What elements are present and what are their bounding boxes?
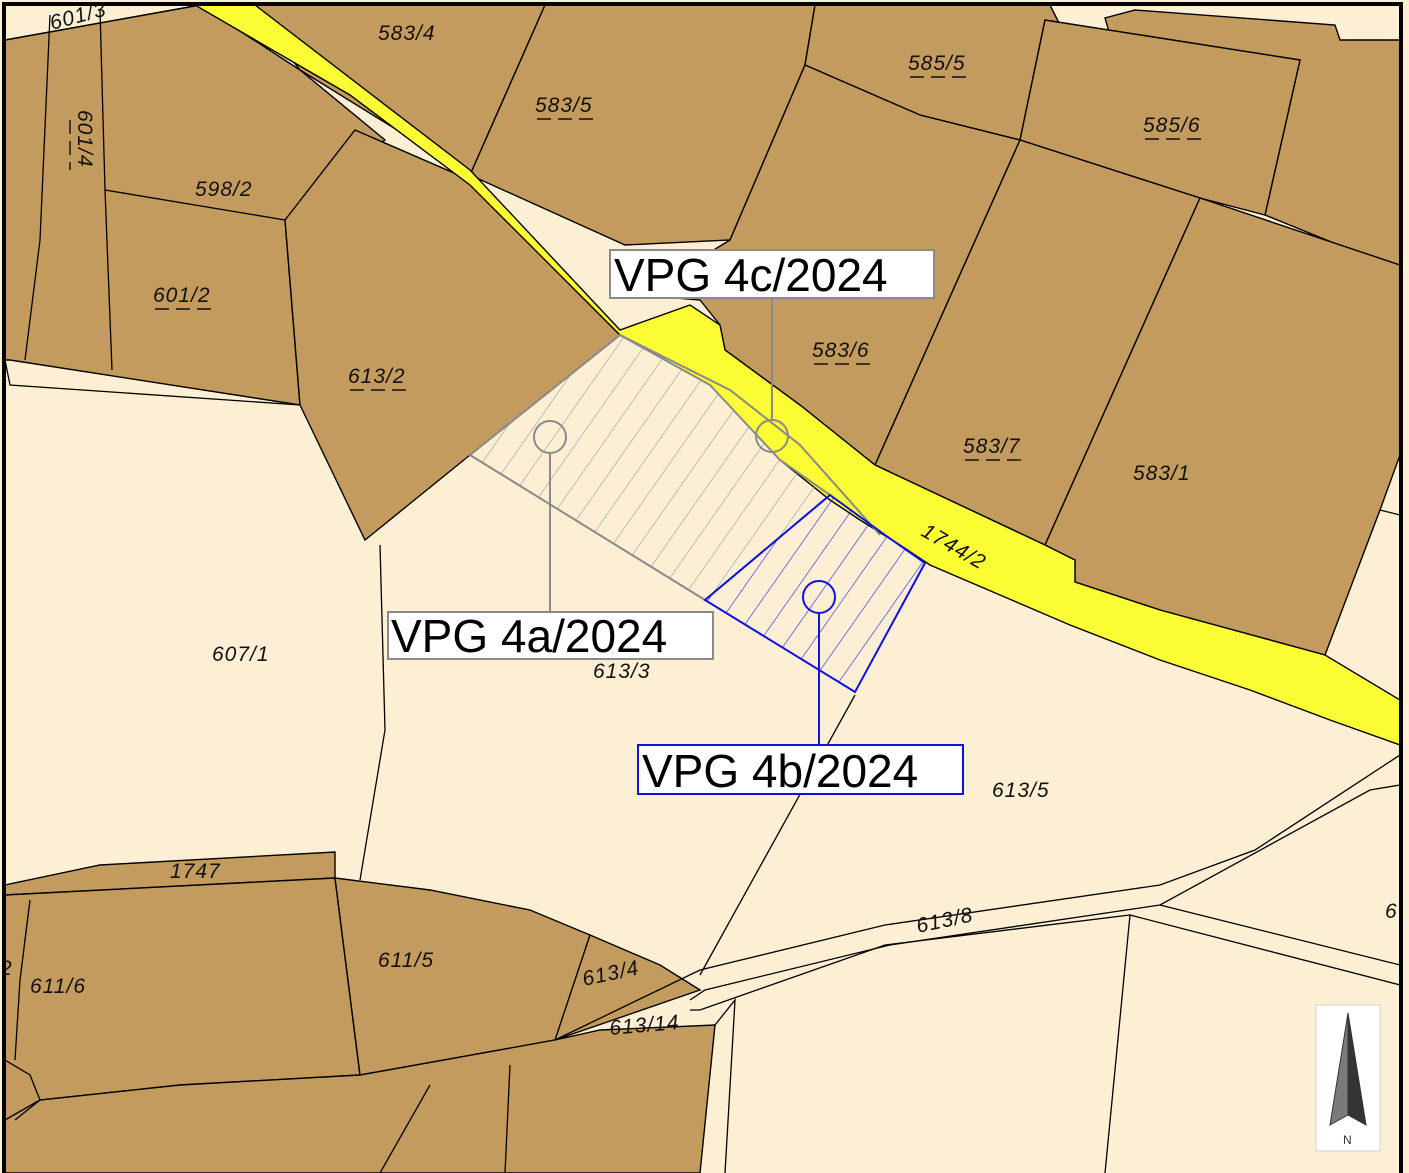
vpg-4b-callout: VPG 4b/2024: [637, 744, 964, 797]
label-613-2: 613/2: [348, 365, 406, 388]
vpg-4a-label: VPG 4a/2024: [391, 610, 667, 662]
label-601-4: 601/4: [73, 110, 96, 168]
label-607-1: 607/1: [212, 643, 270, 666]
upper-boundary-lines: [5, 5, 286, 371]
north-arrow: N: [1315, 1004, 1381, 1152]
label-583-1: 583/1: [1133, 462, 1191, 485]
vpg-4b-label: VPG 4b/2024: [642, 745, 918, 797]
label-611-6: 611/6: [30, 975, 86, 998]
parcel-613-4: [553, 934, 702, 1042]
label-583-4: 583/4: [378, 22, 436, 45]
open-parcel-boundaries: [5, 359, 1400, 1173]
vpg-4c-callout: VPG 4c/2024: [609, 249, 935, 301]
lower-boundary-lines: [5, 899, 511, 1173]
vpg-4c-marker: [755, 298, 789, 453]
vpg-4c-strip: [619, 334, 881, 536]
label-1747: 1747: [170, 860, 221, 883]
label-601-2: 601/2: [153, 284, 211, 307]
label-2-left-edge: 2: [0, 957, 13, 980]
label-585-6: 585/6: [1143, 114, 1201, 137]
label-583-6: 583/6: [812, 339, 870, 362]
label-583-5: 583/5: [535, 94, 593, 117]
label-611-5: 611/5: [378, 949, 434, 972]
label-6-right-edge: 6: [1385, 900, 1398, 923]
parcel-bottom-block: [5, 1024, 716, 1173]
label-613-5: 613/5: [992, 779, 1050, 802]
label-598-2: 598/2: [195, 178, 253, 201]
vpg-4b-area: [703, 493, 927, 694]
vpg-4b-marker: [802, 580, 836, 745]
label-585-5: 585/5: [908, 52, 966, 75]
label-583-7: 583/7: [963, 435, 1021, 458]
label-underline-marks: [69, 76, 1207, 461]
north-letter: N: [1343, 1133, 1352, 1147]
vpg-4a-callout: VPG 4a/2024: [387, 610, 714, 662]
vpg-4c-label: VPG 4c/2024: [614, 249, 888, 301]
parcel-1747: [5, 851, 336, 896]
north-arrow-icon: [1329, 1012, 1367, 1126]
label-613-3: 613/3: [593, 660, 651, 683]
vpg-4a-marker: [533, 420, 567, 612]
